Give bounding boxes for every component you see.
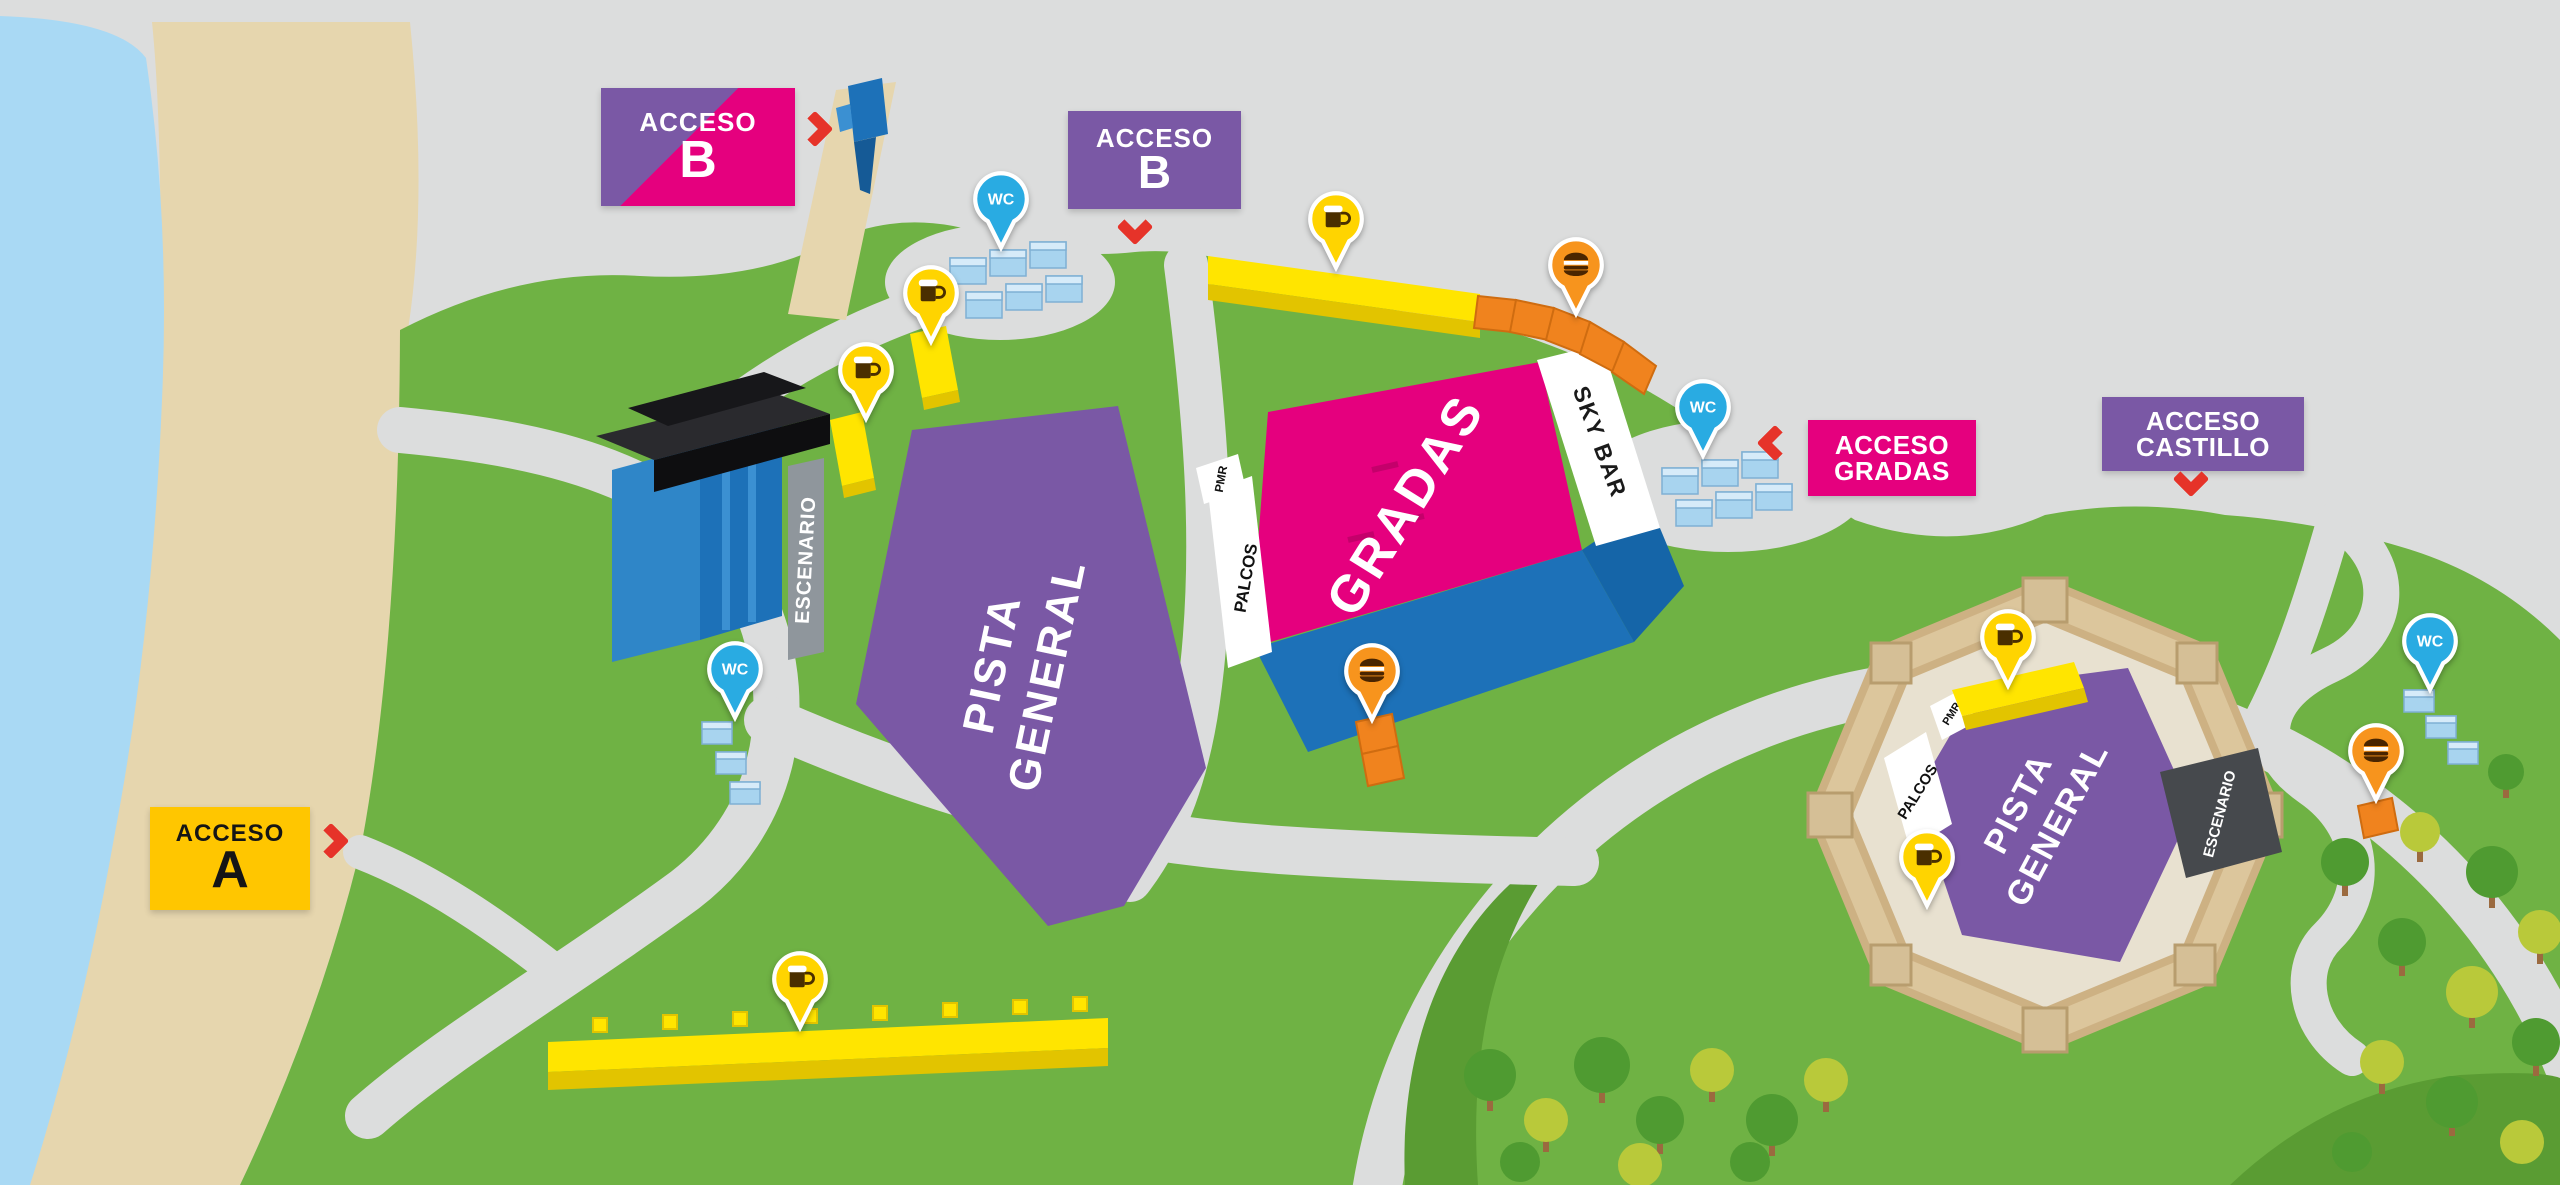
wc-pin[interactable]: WC [2400, 610, 2460, 694]
beer-pin[interactable] [770, 948, 830, 1032]
access-b-promenade-line1: ACCESO [1095, 122, 1214, 153]
gradas-stand: GRADAS SKY BAR PALCOS PMR [1196, 344, 1684, 752]
main-pista-general: PISTA GENERAL [856, 406, 1206, 926]
beer-pin[interactable] [1306, 188, 1366, 272]
wc-pin[interactable]: WC [705, 638, 765, 722]
sky-bar-strip [1537, 344, 1660, 546]
gradas-roof [1250, 362, 1582, 648]
food-pin[interactable] [1546, 234, 1606, 318]
burger-icon [2363, 738, 2389, 762]
castle-stage [2160, 748, 2282, 878]
bar-counter-bottom [548, 996, 1108, 1090]
beer-mug-icon [787, 965, 815, 988]
access-gradas-line2: GRADAS [1834, 455, 1950, 486]
toilet-block-east [2403, 689, 2479, 765]
bar-stools [592, 996, 1088, 1033]
bar-counter-top [1208, 256, 1480, 338]
wc-pin-label: WC [988, 191, 1015, 208]
beer-pin[interactable] [901, 262, 961, 346]
toilet-block-north [949, 241, 1083, 319]
bar-counter-stage-1 [910, 326, 960, 410]
beer-pin[interactable] [1978, 606, 2038, 690]
access-castillo-line2: CASTILLO [2136, 431, 2270, 462]
wc-pin-label: WC [1690, 399, 1717, 416]
wc-pin-label: WC [722, 661, 749, 678]
access-castillo-line1: ACCESO [2145, 406, 2261, 437]
beach [12, 22, 419, 1185]
castle-bar-counter [1952, 662, 2088, 730]
trees [1464, 754, 2560, 1185]
beer-pin[interactable] [836, 339, 896, 423]
castle: PISTA GENERAL ESCENARIO PALCOS PMR [1806, 576, 2284, 1054]
access-castillo-label: ACCESO CASTILLO [2102, 397, 2304, 471]
beer-mug-icon [1323, 205, 1351, 228]
wc-pin[interactable]: WC [1673, 376, 1733, 460]
bar-counter-stage-2 [830, 412, 876, 498]
castle-pista-general [1915, 668, 2192, 962]
food-pin[interactable] [1342, 640, 1402, 724]
gradas-pmr-tag [1196, 454, 1246, 504]
beer-mug-icon [1914, 843, 1942, 866]
food-stall-east [2356, 796, 2400, 840]
food-stall-arc [1472, 294, 1658, 396]
beer-mug-icon [918, 279, 946, 302]
access-b-promenade-label: ACCESO B [1068, 111, 1241, 209]
toilet-block-stage [701, 721, 761, 805]
beer-mug-icon [1995, 623, 2023, 646]
access-a-line2: A [211, 841, 249, 900]
access-b-beach-line1: ACCESO [639, 107, 757, 138]
wc-pin-label: WC [2417, 633, 2444, 650]
access-b-promenade-line2: B [1137, 146, 1172, 199]
access-b-beach-line2: B [679, 130, 717, 189]
main-stage: ESCENARIO [596, 372, 830, 662]
burger-icon [1359, 658, 1385, 682]
wc-pin[interactable]: WC [971, 168, 1031, 252]
access-b-beach-label: ACCESO B [601, 88, 795, 206]
toilet-block-gradas [1661, 451, 1793, 527]
access-gradas-label: ACCESO GRADAS [1808, 420, 1976, 496]
gradas-palcos-strip [1208, 476, 1272, 668]
food-stall-gradas [1354, 712, 1406, 788]
gradas-pmr-label: PMR [1212, 464, 1230, 493]
castle-palcos-strip [1884, 732, 1952, 850]
beer-mug-icon [853, 356, 881, 379]
access-gradas-line1: ACCESO [1834, 430, 1950, 461]
access-flag [836, 78, 888, 194]
access-a-line1: ACCESO [175, 819, 285, 847]
main-stage-strip [788, 458, 824, 660]
burger-icon [1563, 252, 1589, 276]
roads [343, 224, 2400, 1139]
food-pin[interactable] [2346, 720, 2406, 804]
access-a-label: ACCESO A [150, 807, 310, 910]
beer-pin[interactable] [1897, 826, 1957, 910]
water [0, 16, 164, 1185]
